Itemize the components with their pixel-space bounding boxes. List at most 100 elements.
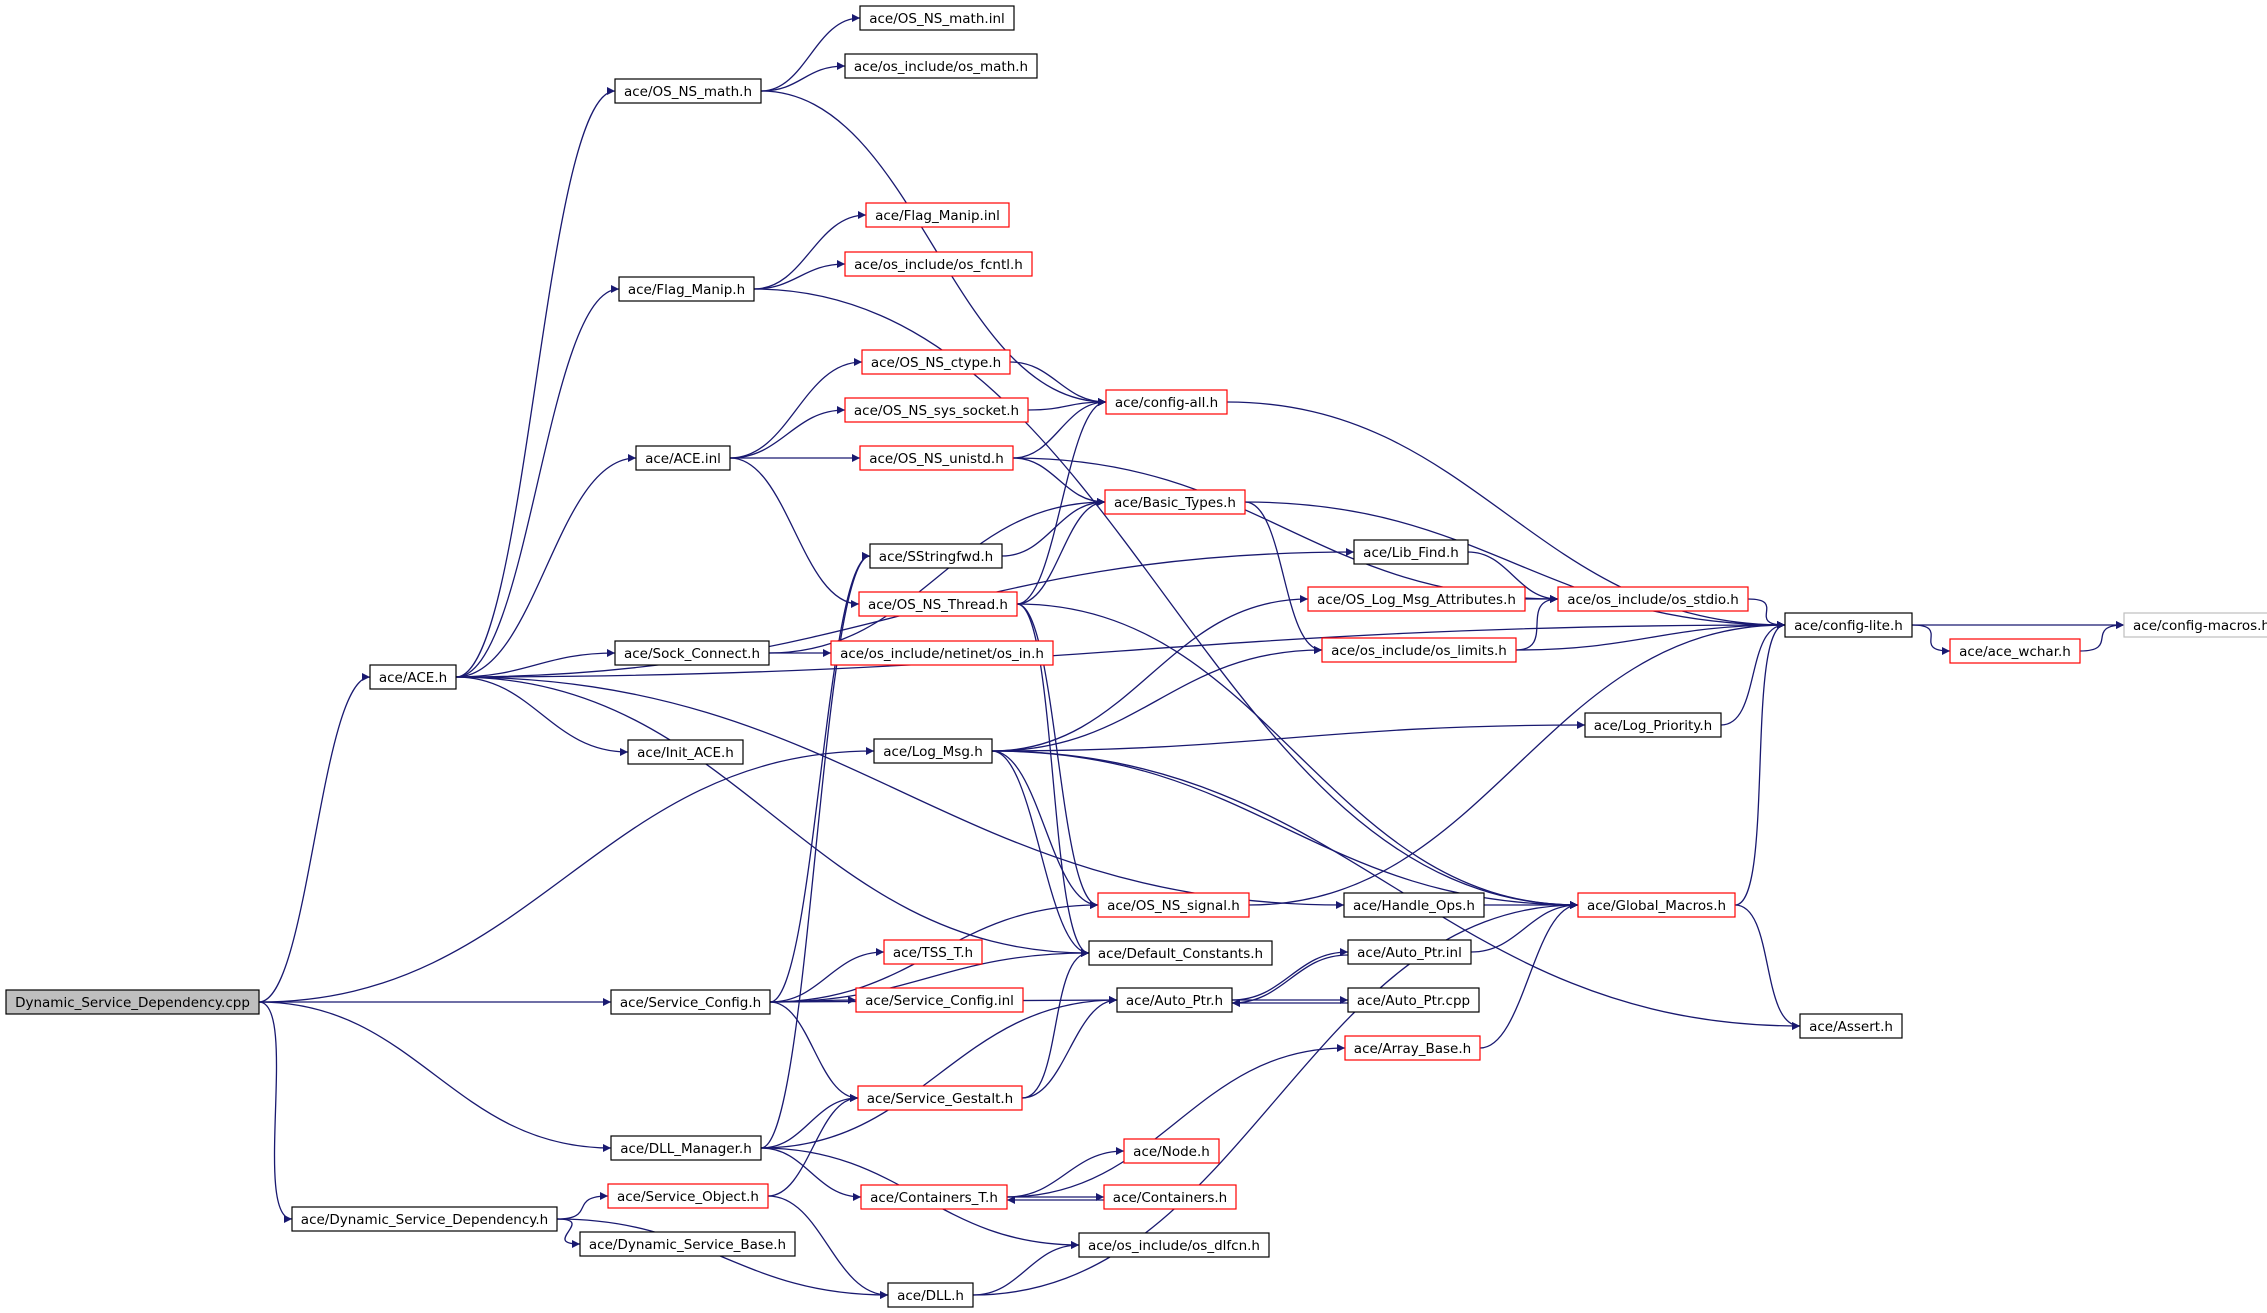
graph-node-containers-t-h[interactable]: ace/Containers_T.h [860,1184,1008,1210]
graph-node-log-priority-h[interactable]: ace/Log_Priority.h [1584,712,1722,738]
graph-node-assert-h[interactable]: ace/Assert.h [1799,1013,1903,1039]
graph-node-log-msg-h[interactable]: ace/Log_Msg.h [873,738,993,764]
graph-node-auto-ptr-inl[interactable]: ace/Auto_Ptr.inl [1347,939,1472,965]
edge-os-ns-thread-h-to-global-macros-h [1016,603,1579,909]
edge-ace-h-to-sock-connect-h [455,649,616,678]
graph-node-dll-h[interactable]: ace/DLL.h [887,1282,974,1308]
graph-node-auto-ptr-h[interactable]: ace/Auto_Ptr.h [1116,987,1233,1013]
graph-node-ace-inl[interactable]: ace/ACE.inl [635,445,731,471]
edge-log-priority-h-to-config-lite-h [1720,621,1786,726]
graph-node-dynamic-service-base-h[interactable]: ace/Dynamic_Service_Base.h [579,1231,796,1257]
node-label: ace/Flag_Manip.h [628,282,745,298]
graph-node-array-base-h[interactable]: ace/Array_Base.h [1344,1035,1481,1061]
node-label: ace/OS_NS_math.h [624,84,752,100]
graph-node-root[interactable]: Dynamic_Service_Dependency.cpp [5,989,260,1015]
graph-node-os-limits-h[interactable]: ace/os_include/os_limits.h [1321,637,1517,663]
graph-node-service-config-h[interactable]: ace/Service_Config.h [610,989,771,1015]
edge-log-msg-h-to-os-log-msg-attr-h [991,595,1309,752]
graph-node-os-fcntl-h[interactable]: ace/os_include/os_fcntl.h [844,251,1033,277]
graph-node-config-macros-h[interactable]: ace/config-macros.h [2123,612,2267,638]
graph-node-service-config-inl[interactable]: ace/Service_Config.inl [855,987,1024,1013]
graph-node-os-ns-signal-h[interactable]: ace/OS_NS_signal.h [1097,892,1250,918]
edge-ace-wchar-h-to-config-macros-h [2079,621,2125,652]
graph-node-config-lite-h[interactable]: ace/config-lite.h [1784,612,1913,638]
node-box [1105,389,1228,415]
graph-node-handle-ops-h[interactable]: ace/Handle_Ops.h [1343,892,1485,918]
node-label: ace/OS_NS_unistd.h [869,451,1004,467]
node-label: ace/DLL_Manager.h [620,1141,752,1157]
graph-node-config-all-h[interactable]: ace/config-all.h [1105,389,1228,415]
graph-node-dll-manager-h[interactable]: ace/DLL_Manager.h [610,1135,762,1161]
graph-node-os-ns-unistd-h[interactable]: ace/OS_NS_unistd.h [859,445,1014,471]
graph-node-service-object-h[interactable]: ace/Service_Object.h [607,1183,769,1209]
edge-os-ns-sys-socket-h-to-config-all-h [1027,398,1107,411]
node-box [1347,987,1480,1013]
node-label: ace/Log_Priority.h [1594,718,1712,734]
graph-node-os-stdio-h[interactable]: ace/os_include/os_stdio.h [1557,586,1749,612]
graph-node-os-ns-math-h[interactable]: ace/OS_NS_math.h [614,78,762,104]
graph-node-global-macros-h[interactable]: ace/Global_Macros.h [1577,892,1736,918]
edge-os-ns-unistd-h-to-basic-types-h [1012,457,1106,506]
graph-node-service-gestalt-h[interactable]: ace/Service_Gestalt.h [857,1085,1023,1111]
graph-node-os-in-h[interactable]: ace/os_include/netinet/os_in.h [830,640,1054,666]
node-box [1103,1184,1237,1210]
node-label: ace/Array_Base.h [1354,1041,1471,1057]
node-box [1078,1232,1270,1258]
edge-config-lite-h-to-ace-wchar-h [1911,624,1951,655]
node-label: ace/SStringfwd.h [879,549,993,565]
edge-sock-connect-h-to-basic-types-h [768,498,1106,654]
graph-node-auto-ptr-cpp[interactable]: ace/Auto_Ptr.cpp [1347,987,1480,1013]
node-box [5,989,260,1015]
graph-node-os-dlfcn-h[interactable]: ace/os_include/os_dlfcn.h [1078,1232,1270,1258]
graph-node-flag-manip-inl[interactable]: ace/Flag_Manip.inl [865,202,1010,228]
graph-node-sstringfwd-h[interactable]: ace/SStringfwd.h [869,543,1003,569]
graph-node-node-h[interactable]: ace/Node.h [1123,1138,1220,1164]
graph-node-os-ns-thread-h[interactable]: ace/OS_NS_Thread.h [858,591,1018,617]
edge-root-to-ace-h [258,673,371,1003]
edge-os-stdio-h-to-config-lite-h [1747,598,1786,629]
graph-node-basic-types-h[interactable]: ace/Basic_Types.h [1104,489,1246,515]
edge-dll-manager-h-to-containers-t-h [760,1147,862,1201]
node-label: ace/Basic_Types.h [1114,495,1236,511]
edge-ace-h-to-default-constants-h [455,676,1090,957]
graph-node-containers-h[interactable]: ace/Containers.h [1103,1184,1237,1210]
edge-config-all-h-to-config-lite-h [1226,401,1786,629]
node-box [844,53,1038,79]
graph-node-flag-manip-h[interactable]: ace/Flag_Manip.h [618,276,755,302]
graph-node-ace-wchar-h[interactable]: ace/ace_wchar.h [1949,638,2081,664]
node-label: Dynamic_Service_Dependency.cpp [15,995,250,1011]
node-label: ace/Containers_T.h [870,1190,998,1206]
edge-global-macros-h-to-config-lite-h [1734,621,1786,906]
node-box [635,445,731,471]
edge-auto-ptr-inl-to-global-macros-h [1470,901,1579,953]
node-box [861,349,1011,375]
edge-auto-ptr-h-to-auto-ptr-inl [1231,948,1349,1001]
graph-node-tss-t-h[interactable]: ace/TSS_T.h [883,939,983,965]
graph-node-os-ns-ctype-h[interactable]: ace/OS_NS_ctype.h [861,349,1011,375]
graph-node-default-constants-h[interactable]: ace/Default_Constants.h [1088,940,1273,966]
graph-node-os-math-h[interactable]: ace/os_include/os_math.h [844,53,1038,79]
graph-node-os-ns-math-inl[interactable]: ace/OS_NS_math.inl [859,5,1015,31]
graph-node-ace-h[interactable]: ace/ACE.h [369,664,457,690]
edge-dll-manager-h-to-service-gestalt-h [760,1094,859,1149]
node-box [855,987,1024,1013]
edge-service-object-h-to-dll-h [767,1195,889,1299]
node-label: ace/os_include/os_dlfcn.h [1088,1238,1260,1254]
node-box [610,1135,762,1161]
graph-node-init-ace-h[interactable]: ace/Init_ACE.h [627,739,744,765]
graph-node-dsd-h[interactable]: ace/Dynamic_Service_Dependency.h [291,1206,558,1232]
edge-log-msg-h-to-global-macros-h [991,750,1579,909]
graph-node-lib-find-h[interactable]: ace/Lib_Find.h [1353,539,1469,565]
graph-node-os-log-msg-attr-h[interactable]: ace/OS_Log_Msg_Attributes.h [1307,586,1526,612]
graph-node-os-ns-sys-socket-h[interactable]: ace/OS_NS_sys_socket.h [844,397,1029,423]
edge-os-ns-math-h-to-os-math-h [760,62,846,92]
edge-service-config-h-to-service-gestalt-h [769,1001,859,1102]
graph-node-sock-connect-h[interactable]: ace/Sock_Connect.h [614,640,770,666]
node-label: ace/ace_wchar.h [1959,644,2071,660]
node-label: ace/Service_Config.h [620,995,761,1011]
node-label: ace/config-macros.h [2133,618,2267,634]
edge-containers-t-h-to-node-h [1006,1147,1125,1198]
node-box [369,664,457,690]
node-box [1343,892,1485,918]
